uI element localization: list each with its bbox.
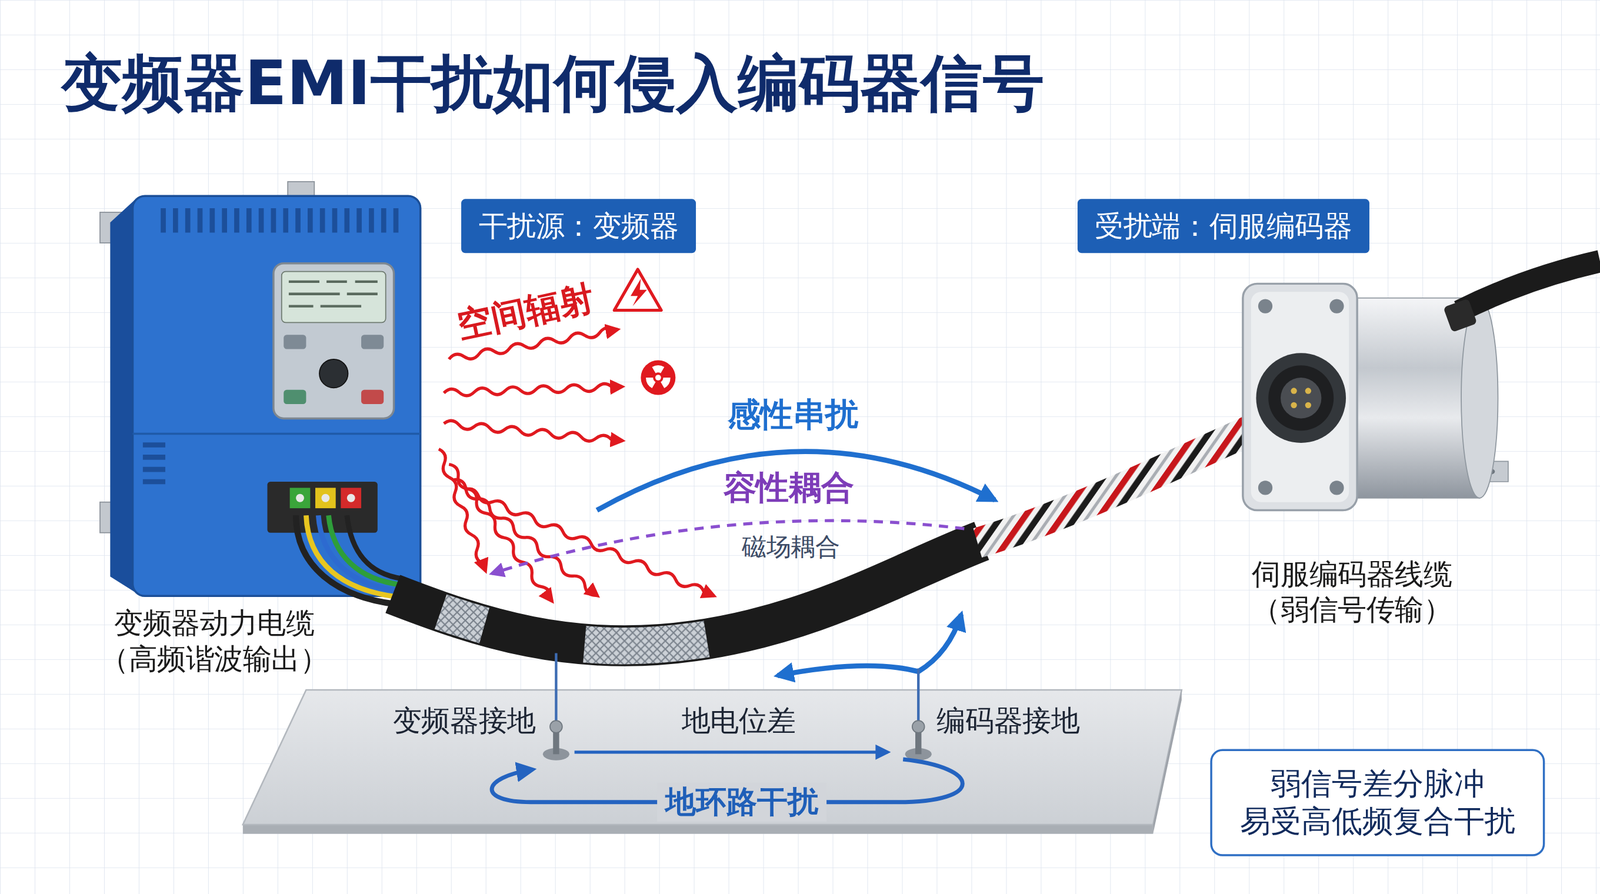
radiation-center bbox=[655, 374, 662, 381]
wave-arrow bbox=[443, 420, 623, 445]
radiation-waves bbox=[435, 325, 716, 604]
panel-button bbox=[361, 390, 384, 405]
inverter-drawing bbox=[100, 181, 421, 596]
terminal-screw bbox=[321, 494, 330, 503]
node-text: 受扰端：伺服编码器 bbox=[1094, 207, 1352, 244]
terminal bbox=[290, 487, 311, 509]
control-knob bbox=[319, 359, 349, 389]
encoder-end bbox=[1461, 298, 1498, 499]
inductive-arc bbox=[597, 451, 996, 511]
source-tag: 干扰源：变频器 bbox=[461, 198, 696, 253]
wire bbox=[347, 515, 403, 579]
warning-icon bbox=[614, 269, 662, 310]
mount-hole bbox=[1258, 298, 1273, 313]
panel-button bbox=[283, 334, 306, 349]
wave-arrow bbox=[443, 382, 623, 397]
terminal-screw bbox=[347, 494, 356, 503]
encoder-bore bbox=[1268, 365, 1334, 431]
potential-arrow bbox=[574, 750, 889, 754]
radiation-icon bbox=[640, 360, 676, 396]
cable bbox=[392, 402, 1315, 647]
ground-label: 地电位差 bbox=[681, 702, 796, 739]
capacitive-label: 容性耦合 bbox=[723, 467, 855, 509]
loop-arc bbox=[777, 614, 962, 676]
radiation-disc bbox=[640, 360, 676, 396]
lcd-screen bbox=[281, 271, 386, 323]
vent-slots bbox=[142, 445, 166, 482]
radiation-blade bbox=[658, 374, 672, 390]
cable-shield-braid bbox=[392, 541, 982, 647]
ground-label: 编码器接地 bbox=[936, 702, 1080, 739]
terminal bbox=[340, 487, 362, 509]
encoder-bore bbox=[1255, 352, 1346, 443]
radiation-label: 空间辐射 bbox=[452, 275, 598, 347]
rod-knob bbox=[550, 720, 563, 733]
pin bbox=[1290, 402, 1297, 409]
title-text: 变频器EMI干扰如何侵入编码器信号 bbox=[61, 44, 1045, 122]
radiation-blade bbox=[651, 365, 665, 373]
rod-knob bbox=[912, 720, 925, 733]
ground-label: 变频器接地 bbox=[392, 702, 536, 739]
ground-plate bbox=[242, 690, 1182, 835]
lightning-bolt bbox=[630, 278, 648, 307]
twisted-pairs bbox=[977, 413, 1288, 543]
warning-triangle bbox=[614, 269, 662, 310]
magnetic-label: 磁场耦合 bbox=[741, 531, 840, 563]
cable-gland bbox=[1442, 298, 1478, 333]
encoder-flange bbox=[1242, 283, 1358, 510]
capacitive-arc bbox=[491, 520, 965, 574]
loop-label: 地环路干扰 bbox=[657, 782, 827, 822]
panel-button bbox=[361, 334, 384, 349]
node-text: 干扰源：变频器 bbox=[478, 207, 679, 244]
lcd-marks bbox=[288, 281, 378, 307]
inverter-side bbox=[110, 200, 135, 592]
ground-rod bbox=[542, 720, 570, 761]
plate-surface bbox=[242, 690, 1182, 825]
vent-slots bbox=[163, 208, 397, 233]
inductive-label: 感性串扰 bbox=[727, 394, 859, 435]
pin bbox=[1305, 402, 1312, 409]
panel-button bbox=[283, 390, 306, 405]
pin bbox=[1305, 387, 1312, 394]
power-wires bbox=[295, 515, 402, 605]
victim-tag: 受扰端：伺服编码器 bbox=[1077, 198, 1370, 253]
ground-rod bbox=[905, 720, 932, 761]
plate-side bbox=[1152, 690, 1182, 835]
terminal-block bbox=[267, 481, 378, 533]
mount-hole bbox=[1329, 298, 1344, 313]
inverter-body bbox=[132, 195, 421, 596]
radiation-blade bbox=[644, 374, 658, 390]
flange-face bbox=[1251, 291, 1350, 502]
cable-label: 伺服编码器线缆 （弱信号传输） bbox=[1251, 556, 1452, 628]
encoder-drawing bbox=[1242, 261, 1600, 510]
cable-label: 变频器动力电缆 （高频谐波输出） bbox=[100, 605, 329, 677]
wave-arrow bbox=[462, 486, 716, 600]
mount-hole bbox=[1329, 480, 1344, 495]
connector bbox=[1280, 377, 1322, 419]
plate-edge bbox=[242, 824, 1153, 835]
terminal bbox=[315, 487, 336, 509]
encoder-cable bbox=[1459, 261, 1600, 312]
node-text: 弱信号差分脉冲 易受高低频复合干扰 bbox=[1240, 764, 1516, 841]
mount-hole bbox=[1258, 480, 1273, 495]
note-box: 弱信号差分脉冲 易受高低频复合干扰 bbox=[1210, 748, 1545, 856]
control-panel bbox=[273, 263, 395, 419]
cable-sheath bbox=[392, 541, 982, 647]
seam-line bbox=[132, 432, 421, 435]
terminal-screw bbox=[295, 494, 305, 503]
pin bbox=[1290, 387, 1297, 394]
